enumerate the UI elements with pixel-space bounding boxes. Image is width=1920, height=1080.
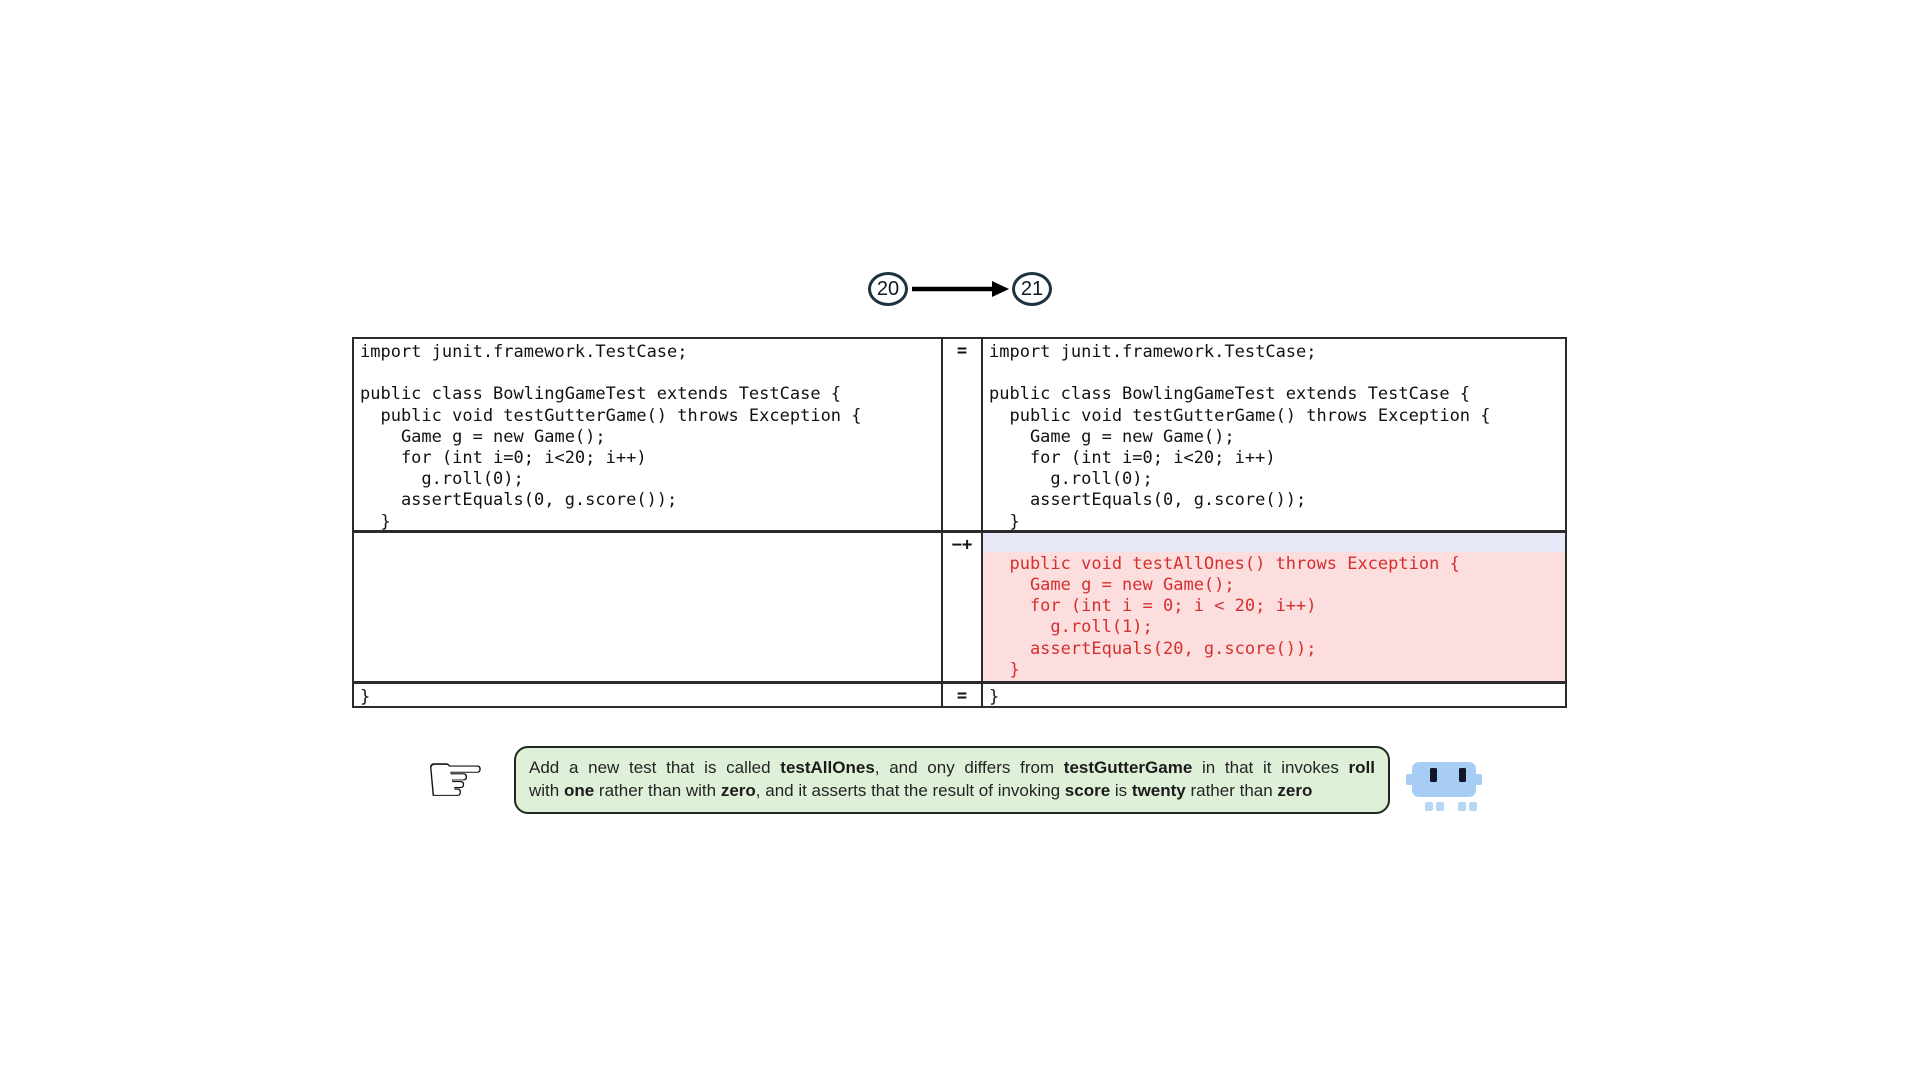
instruction-callout: Add a new test that is called testAllOne…: [514, 746, 1390, 814]
pointing-hand-icon: ☞: [424, 738, 487, 820]
robot-foot: [1436, 802, 1444, 811]
robot-eye-left: [1430, 768, 1437, 782]
robot-foot: [1425, 802, 1433, 811]
added-code-highlight: public void testAllOnes() throws Excepti…: [983, 551, 1565, 681]
diff-left-code-unchanged: import junit.framework.TestCase; public …: [354, 339, 943, 533]
version-badge-to: 21: [1012, 272, 1052, 306]
diff-left-closing-brace: }: [354, 684, 943, 706]
robot-ear-right: [1475, 774, 1482, 785]
robot-ear-left: [1406, 774, 1413, 785]
diff-table: import junit.framework.TestCase; public …: [352, 337, 1567, 708]
robot-foot: [1458, 802, 1466, 811]
robot-eye-right: [1459, 768, 1466, 782]
robot-icon: [1406, 762, 1482, 814]
robot-head: [1412, 762, 1476, 797]
diff-left-empty-region: [354, 533, 943, 684]
diff-right-closing-brace: }: [983, 684, 1565, 706]
version-badge-from: 20: [868, 272, 908, 306]
diff-right-code-unchanged: import junit.framework.TestCase; public …: [983, 339, 1565, 533]
diff-marker-equal-top: =: [943, 339, 983, 533]
added-blank-line-highlight: [983, 533, 1565, 552]
version-transition: 20 21: [868, 272, 1052, 306]
transition-arrow-icon: [912, 281, 1009, 297]
diff-marker-minus-plus: −+: [943, 533, 983, 684]
instruction-text-line2: with one rather than with zero, and it a…: [529, 781, 1313, 800]
robot-foot: [1469, 802, 1477, 811]
instruction-text-line1: Add a new test that is called testAllOne…: [529, 758, 1375, 777]
diff-right-added-code: public void testAllOnes() throws Excepti…: [1009, 553, 1460, 680]
diff-right-added-region: public void testAllOnes() throws Excepti…: [983, 533, 1565, 684]
diff-marker-equal-bottom: =: [943, 684, 983, 706]
